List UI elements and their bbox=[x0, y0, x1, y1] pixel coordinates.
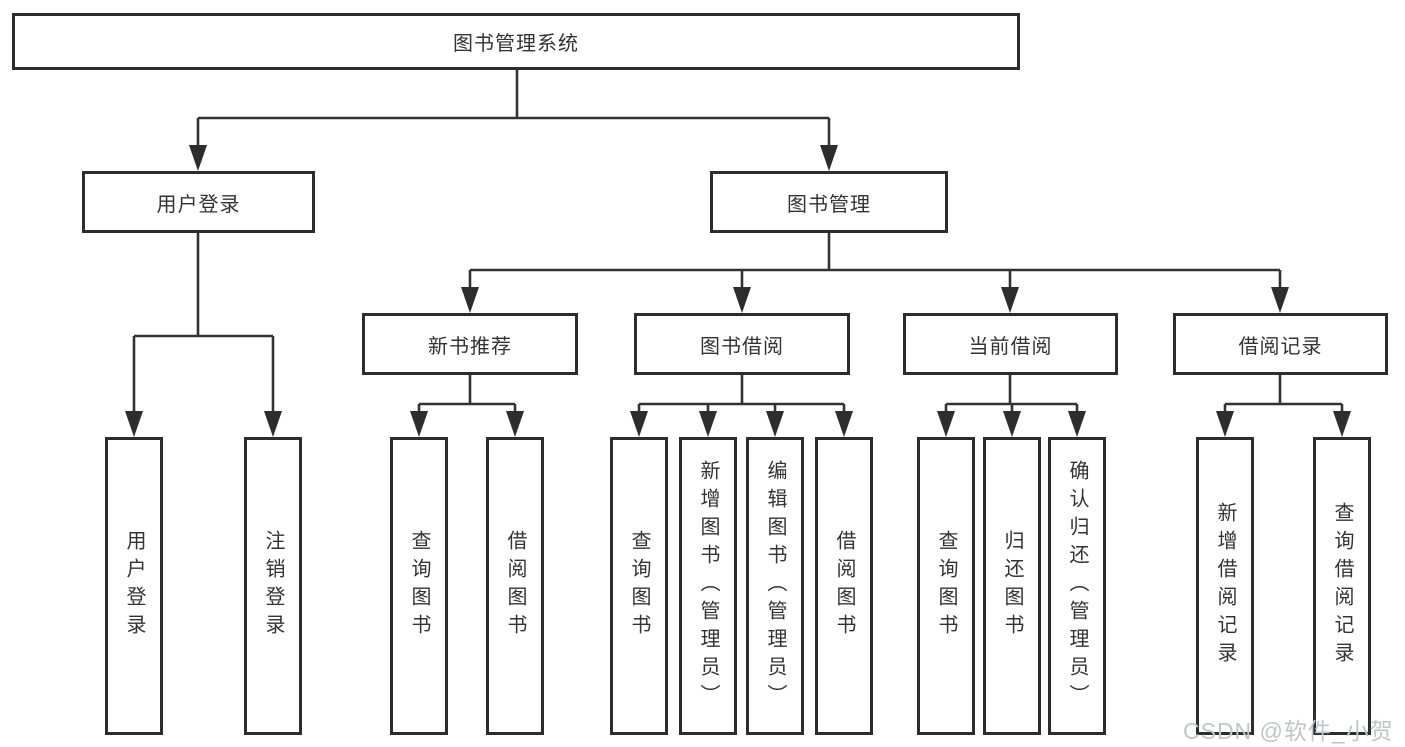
leaf-query-books-current: 查询图书 bbox=[917, 437, 975, 735]
arrowhead bbox=[1001, 287, 1019, 313]
leaf-query-books-recommend: 查询图书 bbox=[390, 437, 448, 735]
leaf-return-books: 归还图书 bbox=[983, 437, 1041, 735]
leaf-confirm-return-admin: 确认归还（管理员） bbox=[1048, 437, 1106, 735]
arrowhead bbox=[937, 411, 955, 437]
arrowhead bbox=[1271, 287, 1289, 313]
node-library-management-system: 图书管理系统 bbox=[12, 13, 1020, 70]
arrowhead bbox=[733, 287, 751, 313]
leaf-query-books-borrow: 查询图书 bbox=[610, 437, 668, 735]
arrowhead bbox=[1333, 411, 1351, 437]
arrowhead bbox=[189, 145, 207, 171]
node-book-management: 图书管理 bbox=[710, 171, 948, 233]
node-book-borrowing: 图书借阅 bbox=[634, 313, 850, 375]
leaf-add-books-admin: 新增图书（管理员） bbox=[679, 437, 737, 735]
arrowhead bbox=[1216, 411, 1234, 437]
leaf-logout: 注销登录 bbox=[244, 437, 302, 735]
node-current-borrowing: 当前借阅 bbox=[903, 313, 1118, 375]
leaf-add-borrow-record: 新增借阅记录 bbox=[1196, 437, 1254, 735]
arrowhead bbox=[461, 287, 479, 313]
arrowhead bbox=[835, 411, 853, 437]
node-user-login: 用户登录 bbox=[82, 171, 315, 233]
arrowhead bbox=[264, 411, 282, 437]
leaf-edit-books-admin: 编辑图书（管理员） bbox=[746, 437, 804, 735]
node-new-book-recommendation: 新书推荐 bbox=[362, 313, 578, 375]
arrowhead bbox=[1003, 411, 1021, 437]
leaf-borrow-books: 借阅图书 bbox=[815, 437, 873, 735]
arrowhead bbox=[820, 145, 838, 171]
arrowhead bbox=[630, 411, 648, 437]
tree-edges bbox=[132, 69, 1344, 415]
arrowhead bbox=[410, 411, 428, 437]
arrowhead bbox=[125, 411, 143, 437]
arrowhead bbox=[699, 411, 717, 437]
node-borrowing-records: 借阅记录 bbox=[1173, 313, 1388, 375]
arrowhead bbox=[1068, 411, 1086, 437]
leaf-query-borrow-record: 查询借阅记录 bbox=[1313, 437, 1371, 735]
leaf-user-login: 用户登录 bbox=[105, 437, 163, 735]
arrowhead bbox=[766, 411, 784, 437]
arrowhead bbox=[506, 411, 524, 437]
leaf-borrow-books-recommend: 借阅图书 bbox=[486, 437, 544, 735]
